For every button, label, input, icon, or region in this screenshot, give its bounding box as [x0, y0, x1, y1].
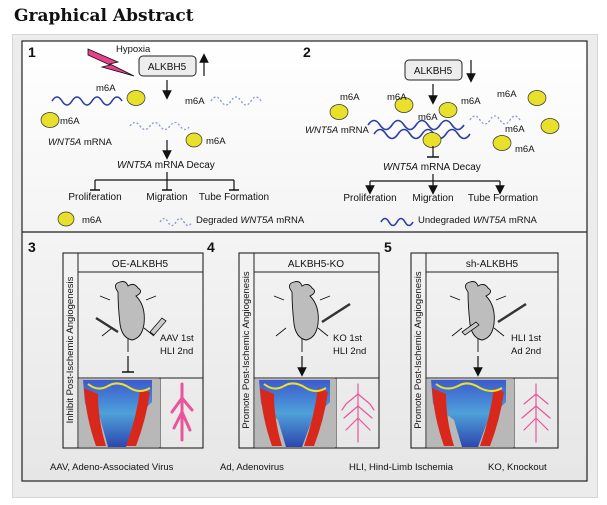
alkbh5-label-2: ALKBH5 [414, 66, 453, 77]
syringe-icon [461, 321, 480, 336]
hypoxia-bolt-icon [87, 48, 135, 77]
vessel-icon [170, 382, 194, 442]
wnt5a-decay-label: WNT5A mRNA Decay [117, 160, 215, 171]
panel-5-step2: Ad 2nd [511, 346, 541, 357]
panel-4-number: 4 [207, 239, 215, 255]
panel-3: 3 OE-ALKBH5 Inhibit Post-Ischemic Angiog… [28, 239, 204, 449]
doppler-image [259, 380, 330, 447]
alkbh5-box-2 [404, 59, 463, 81]
m6a-label: m6A [60, 116, 80, 127]
panel-5-step1: HLI 1st [511, 333, 541, 344]
panel-5-side-label: Promote Post-Ischemic Angiogenesis [413, 271, 424, 429]
vessel-icon [341, 383, 375, 443]
panel-2-number: 2 [303, 44, 311, 60]
panel-3-step1: AAV 1st [160, 333, 194, 344]
m6a-label: m6A [505, 124, 525, 135]
hypoxia-label: Hypoxia [116, 44, 151, 55]
scalpel-icon [95, 316, 119, 334]
panel-3-step2: HLI 2nd [160, 346, 193, 357]
legend-degraded-label: Degraded WNT5A mRNA [196, 215, 305, 226]
tube-formation-label-1: Tube Formation [199, 192, 269, 203]
legend-degraded-icon [159, 217, 193, 227]
m6a-label: m6A [340, 92, 360, 103]
syringe-icon [149, 317, 167, 336]
panel-3-number: 3 [28, 239, 36, 255]
alkbh5-box-1 [138, 55, 197, 77]
wnt5a-decay-label-2: WNT5A mRNA Decay [383, 162, 481, 173]
m6a-label: m6A [418, 112, 438, 123]
footnote-ko: KO, Knockout [488, 462, 547, 473]
scalpel-icon [321, 302, 351, 324]
wnt5a-mrna-label-2: WNT5A mRNA [305, 125, 370, 136]
wnt5a-mrna-label: WNT5A mRNA [48, 137, 113, 148]
page-title: Graphical Abstract [14, 6, 194, 26]
panel-4: 4 ALKBH5-KO Promote Post-Ischemic Angiog… [207, 239, 380, 449]
mouse-icon [289, 281, 319, 341]
mouse-icon [115, 281, 145, 341]
panel-5-header: sh-ALKBH5 [466, 259, 519, 270]
proliferation-label-1: Proliferation [68, 192, 121, 203]
wnt5a-mrna-wave [51, 96, 123, 106]
m6a-dot [126, 90, 146, 106]
m6a-label: m6A [387, 92, 407, 103]
doppler-image [83, 380, 152, 447]
migration-label-2: Migration [412, 193, 453, 204]
migration-label-1: Migration [146, 192, 187, 203]
legend-m6a-label: m6A [82, 215, 102, 226]
m6a-label: m6A [206, 136, 226, 147]
legend-undegraded-icon [380, 217, 414, 227]
legend-undegraded-label: Undegraded WNT5A mRNA [418, 215, 537, 226]
alkbh5-label-1: ALKBH5 [148, 62, 187, 73]
panel-3-side-label: Inhibit Post-Ischemic Angiogenesis [65, 276, 76, 423]
panel-4-step1: KO 1st [333, 333, 362, 344]
panel-4-header: ALKBH5-KO [288, 259, 344, 270]
m6a-dot [40, 112, 60, 128]
footnote-ad: Ad, Adenovirus [220, 462, 284, 473]
panel-4-step2: HLI 2nd [333, 346, 366, 357]
footnote-hli: HLI, Hind-Limb Ischemia [349, 462, 454, 473]
m6a-label: m6A [515, 144, 535, 155]
panel-3-header: OE-ALKBH5 [112, 259, 169, 270]
m6a-label: m6A [497, 89, 517, 100]
m6a-label: m6A [96, 83, 116, 94]
panel-4-side-label: Promote Post-Ischemic Angiogenesis [241, 271, 252, 429]
m6a-label: m6A [185, 96, 205, 107]
panel-5: 5 sh-ALKBH5 Promote Post-Ischemic Angiog… [384, 239, 559, 449]
proliferation-label-2: Proliferation [343, 193, 396, 204]
scalpel-icon [497, 302, 527, 324]
tube-formation-label-2: Tube Formation [468, 193, 538, 204]
m6a-dot [185, 132, 203, 148]
m6a-label: m6A [461, 96, 481, 107]
panel-1-number: 1 [28, 44, 36, 60]
legend-m6a-icon [57, 211, 75, 227]
vessel-icon [521, 383, 551, 443]
panel-5-number: 5 [384, 239, 392, 255]
doppler-image [431, 380, 506, 447]
footnote-aav: AAV, Adeno-Associated Virus [50, 462, 174, 473]
